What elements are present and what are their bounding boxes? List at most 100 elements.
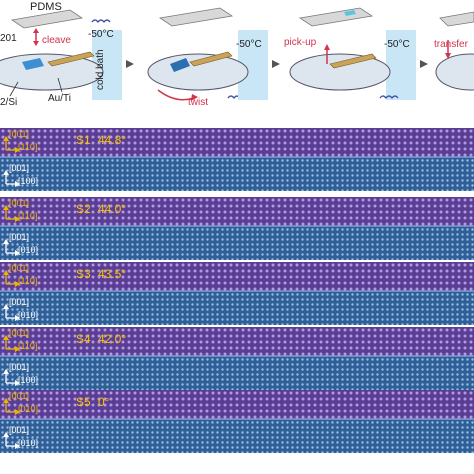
bottom-axis-vertical-head [3, 432, 9, 437]
twist-angle-label: 44.8° [98, 133, 127, 147]
top-axis-vertical-head [3, 136, 9, 141]
twist-arrow [157, 89, 195, 101]
step-pickup [289, 7, 416, 100]
atomic-columns-top [0, 327, 474, 356]
bottom-axis-horizontal-head [15, 380, 20, 386]
next-arrow [272, 60, 280, 68]
top-axis-vertical-label: [001] [9, 263, 30, 273]
stem-image [0, 327, 474, 390]
top-axis-vertical-head [3, 205, 9, 210]
top-axis-horizontal-label: [110] [18, 211, 38, 221]
top-axis-vertical-label: [001] [9, 198, 30, 208]
atomic-columns-bottom [0, 226, 474, 260]
electrode-label: Au/Ti [48, 93, 71, 104]
coil-icon [91, 19, 111, 23]
sample-label: S4 [76, 332, 91, 346]
top-axis-vertical-head [3, 335, 9, 340]
top-axis-horizontal-head [15, 216, 20, 222]
fabrication-schematic [0, 7, 474, 101]
atomic-columns-bottom [0, 356, 474, 390]
temperature-label: -50°C [88, 29, 114, 40]
bottom-axis-vertical-head [3, 239, 9, 244]
pdms-stamp [158, 7, 234, 27]
substrate-label: 2/Si [0, 97, 18, 108]
twist-angle-label: 43.5° [98, 267, 127, 281]
step-cleave [0, 9, 247, 100]
sample-label: S5 [76, 395, 91, 409]
stage-disk [289, 53, 391, 91]
top-axis-horizontal-label: [110] [18, 142, 38, 152]
stem-panel-s5: [001] [010] [001] [010] S5 0° [0, 390, 474, 453]
bottom-axis-vertical-head [3, 304, 9, 309]
atomic-columns-top [0, 128, 474, 157]
coil-icon [379, 95, 399, 99]
sample-flake [170, 58, 190, 72]
atomic-columns-top [0, 262, 474, 291]
pickup-label: pick-up [284, 37, 317, 48]
stage-disk [147, 53, 249, 91]
temperature-label: -50°C [384, 39, 410, 50]
cold-bath-label: cold bath [95, 49, 106, 90]
electrode [329, 53, 377, 69]
bottom-axis-vertical-label: [001] [9, 232, 30, 242]
sample-label: 201 [0, 33, 17, 44]
atomic-columns-bottom [0, 291, 474, 325]
bottom-axis-vertical-label: [001] [9, 425, 30, 435]
bottom-axis-vertical-label: [001] [9, 297, 30, 307]
transfer-label: transfer [434, 39, 468, 50]
atomic-columns-top [0, 197, 474, 226]
stem-image [0, 262, 474, 325]
sample-flake [344, 10, 356, 16]
bottom-axis-vertical-head [3, 170, 9, 175]
bottom-axis-vertical-label: [001] [9, 362, 30, 372]
atomic-columns-bottom [0, 419, 474, 453]
twist-angle-label: 0° [98, 395, 110, 409]
stem-image [0, 390, 474, 453]
cold-bath [386, 30, 416, 100]
bottom-axis-horizontal-head [15, 315, 20, 321]
twist-label: twist [188, 97, 208, 108]
electrode [189, 51, 233, 67]
pdms-stamp [439, 11, 474, 27]
bottom-axis-horizontal-head [15, 443, 20, 449]
pdms-label: PDMS [30, 1, 62, 13]
top-axis-horizontal-head [15, 147, 20, 153]
bottom-axis-horizontal-label: [100] [18, 176, 39, 186]
step-twist [147, 7, 268, 101]
top-axis-horizontal-head [15, 409, 20, 415]
top-axis-horizontal-label: [110] [18, 276, 38, 286]
electrode [47, 51, 95, 67]
twist-angle-label: 42.0° [98, 332, 127, 346]
next-arrow [126, 60, 134, 68]
top-axis-vertical-head [3, 270, 9, 275]
bottom-axis-horizontal-label: [010] [18, 245, 39, 255]
bottom-axis-horizontal-label: [010] [18, 438, 39, 448]
sample-label: S1 [76, 133, 91, 147]
top-axis-horizontal-label: [110] [18, 341, 38, 351]
step-transfer [435, 11, 474, 91]
bottom-axis-vertical-label: [001] [9, 163, 30, 173]
stem-panel-s1: [001] [110] [001] [100] S1 44.8° [0, 128, 474, 191]
top-axis-horizontal-label: [010] [18, 404, 39, 414]
cleave-label: cleave [42, 35, 71, 46]
top-axis-vertical-head [3, 398, 9, 403]
sample-label: S2 [76, 202, 91, 216]
stem-image [0, 128, 474, 191]
top-axis-horizontal-head [15, 281, 20, 287]
top-axis-horizontal-head [15, 346, 20, 352]
atomic-columns-bottom [0, 157, 474, 191]
stem-image [0, 197, 474, 260]
stage-disk [435, 53, 474, 91]
next-arrow [420, 60, 428, 68]
top-axis-vertical-label: [001] [9, 328, 30, 338]
atomic-columns-top [0, 390, 474, 419]
top-axis-vertical-label: [001] [9, 129, 30, 139]
bottom-axis-horizontal-head [15, 250, 20, 256]
stage-disk [0, 53, 104, 91]
top-axis-vertical-label: [001] [9, 391, 30, 401]
pdms-stamp [10, 9, 84, 29]
bottom-axis-horizontal-head [15, 181, 20, 187]
